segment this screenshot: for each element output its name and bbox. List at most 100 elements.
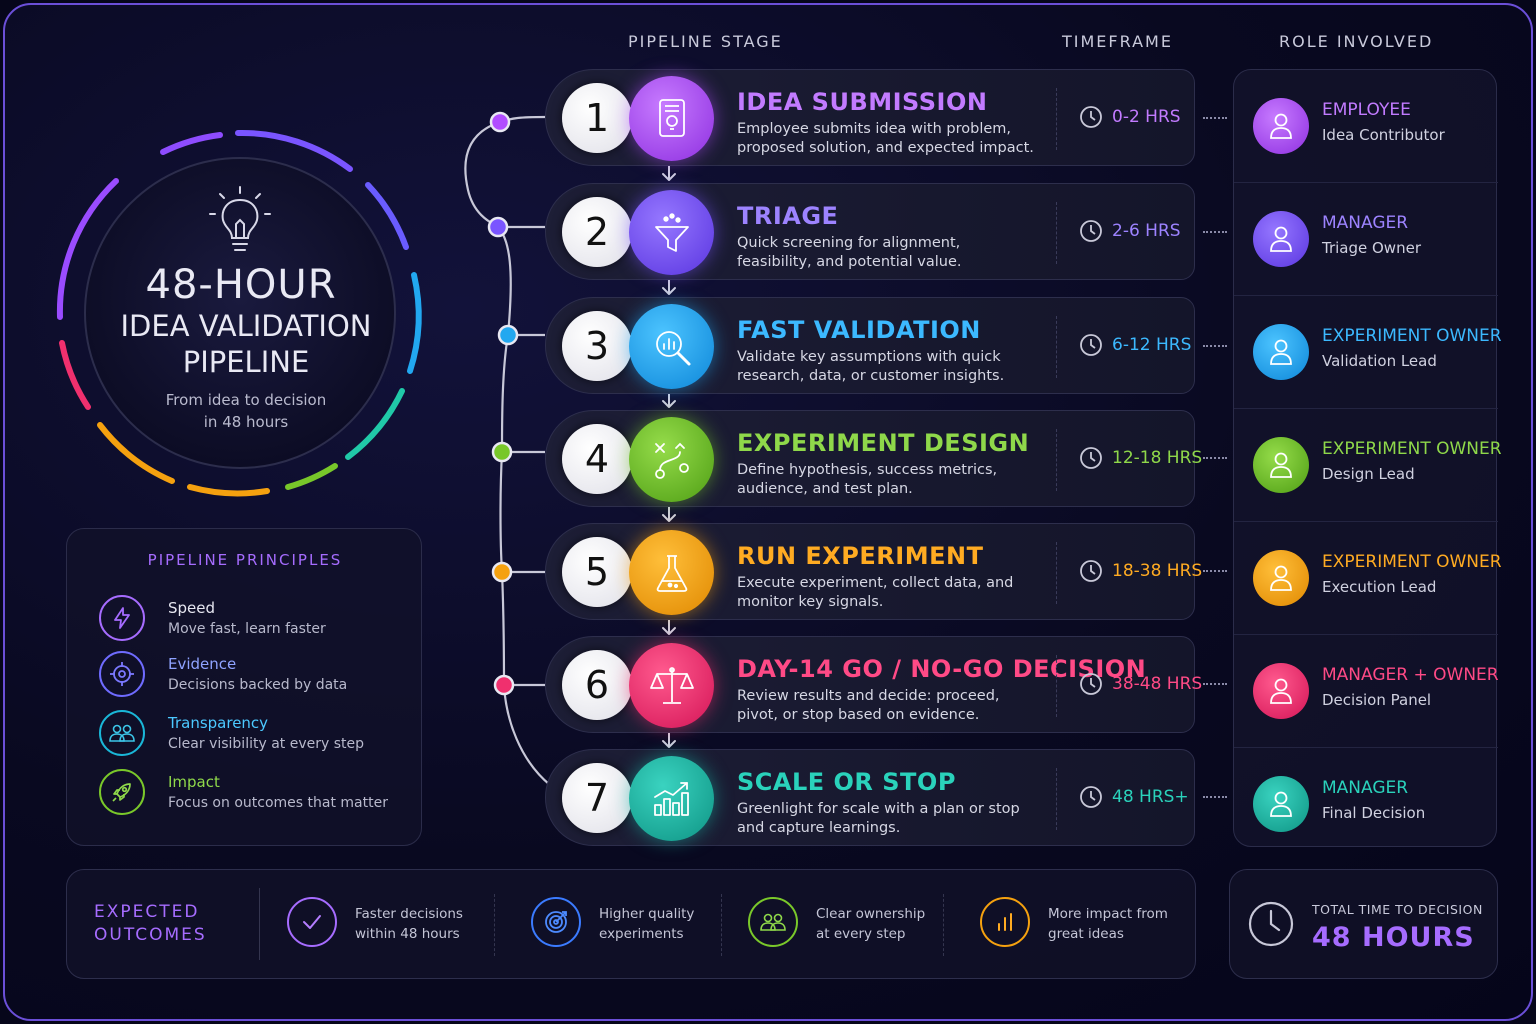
stage-divider xyxy=(1056,768,1057,830)
hero-title: 48-HOUR xyxy=(145,262,337,308)
principle-name: Speed xyxy=(168,599,216,617)
role-name: MANAGER + OWNER xyxy=(1322,665,1499,685)
stage-title: FAST VALIDATION xyxy=(737,316,981,344)
stage-divider xyxy=(1056,316,1057,378)
stage-title: TRIAGE xyxy=(737,202,839,230)
hero-subtitle-line2: in 48 hours xyxy=(203,413,289,431)
clock-icon xyxy=(1080,447,1102,469)
principle-transparency: Transparency Clear visibility at every s… xyxy=(97,708,417,758)
role-connector xyxy=(1203,570,1227,572)
outcome-text-line2: at every step xyxy=(816,926,906,942)
role-sub: Triage Owner xyxy=(1322,239,1421,257)
stage-time: 38-48 HRS xyxy=(1112,674,1203,694)
principle-evidence: Evidence Decisions backed by data xyxy=(97,649,417,699)
stage-time: 12-18 HRS xyxy=(1112,448,1203,468)
outcome-divider xyxy=(943,894,944,956)
stage-desc: Validate key assumptions with quick rese… xyxy=(737,349,1005,384)
role-connector xyxy=(1203,117,1227,119)
user-icon xyxy=(1253,324,1309,380)
role-connector xyxy=(1203,796,1227,798)
stage-divider xyxy=(1056,429,1057,491)
stage-node-1 xyxy=(489,111,511,133)
hero-title-idea-validation: IDEA VALIDATION xyxy=(120,309,372,343)
outcome-text-line2: experiments xyxy=(599,926,684,942)
stage-row-6: 6 DAY-14 GO / NO-GO DECISION Review resu… xyxy=(545,636,1202,733)
role-name: EXPERIMENT OWNER xyxy=(1322,326,1502,346)
checkmark-icon xyxy=(287,897,337,947)
hero-subtitle-line1: From idea to decision xyxy=(165,391,327,409)
user-icon xyxy=(1253,437,1309,493)
stage-desc: Review results and decide: proceed, pivo… xyxy=(737,688,1000,723)
stage-arrows xyxy=(662,165,676,748)
user-icon xyxy=(1253,663,1309,719)
clock-icon xyxy=(1080,560,1102,582)
outcome-text-line1: Faster decisions xyxy=(355,906,463,922)
clock-icon xyxy=(1080,106,1102,128)
outcome-text-line1: Clear ownership xyxy=(816,906,926,922)
total-time-panel: TOTAL TIME TO DECISION 48 HOURS xyxy=(1229,869,1498,979)
header-timeframe: TIMEFRAME xyxy=(1062,32,1173,51)
stage-divider xyxy=(1056,202,1057,264)
stage-time: 18-38 HRS xyxy=(1112,561,1203,581)
stage-number: 4 xyxy=(562,424,632,494)
lightbulb-icon xyxy=(209,186,271,251)
principle-speed: Speed Move fast, learn faster xyxy=(97,593,417,643)
principle-desc: Clear visibility at every step xyxy=(168,736,365,752)
flask-icon xyxy=(629,530,714,615)
document-idea-icon xyxy=(629,76,714,161)
stage-row-5: 5 RUN EXPERIMENT Execute experiment, col… xyxy=(545,523,1202,620)
stage-divider xyxy=(1056,655,1057,717)
stage-row-1: 1 IDEA SUBMISSION Employee submits idea … xyxy=(545,69,1195,166)
stage-title: RUN EXPERIMENT xyxy=(737,542,984,570)
clock-icon xyxy=(1080,673,1102,695)
clock-icon xyxy=(1080,334,1102,356)
stage-number: 2 xyxy=(562,197,632,267)
stage-title: SCALE OR STOP xyxy=(737,768,956,796)
role-item-6: MANAGER + OWNER Decision Panel xyxy=(1234,635,1499,748)
team-icon xyxy=(748,897,798,947)
outcomes-title-line1: EXPECTED xyxy=(94,902,200,922)
clock-icon xyxy=(1080,220,1102,242)
outcome-text-line2: great ideas xyxy=(1048,926,1124,942)
stage-title: DAY-14 GO / NO-GO DECISION xyxy=(737,655,1147,683)
pipeline-principles-panel: PIPELINE PRINCIPLES Speed Move fast, lea… xyxy=(66,528,422,846)
stage-row-3: 3 FAST VALIDATION Validate key assumptio… xyxy=(545,297,1195,394)
stage-node-5 xyxy=(491,561,513,583)
stage-node-2 xyxy=(487,216,509,238)
principle-name: Evidence xyxy=(168,655,237,673)
role-connector xyxy=(1203,457,1227,459)
user-icon xyxy=(1253,550,1309,606)
outcome-divider xyxy=(494,894,495,956)
stage-desc: Employee submits idea with problem, prop… xyxy=(737,121,1034,156)
stage-row-7: 7 SCALE OR STOP Greenlight for scale wit… xyxy=(545,749,1195,846)
stage-time: 0-2 HRS xyxy=(1112,107,1181,127)
bar-chart-icon xyxy=(980,897,1030,947)
stage-title: EXPERIMENT DESIGN xyxy=(737,429,1030,457)
user-icon xyxy=(1253,776,1309,832)
outcomes-title: EXPECTED OUTCOMES xyxy=(94,901,254,947)
stage-node-6 xyxy=(493,674,515,696)
role-connector xyxy=(1203,345,1227,347)
role-sub: Validation Lead xyxy=(1322,352,1437,370)
stage-row-2: 2 TRIAGE Quick screening for alignment, … xyxy=(545,183,1195,280)
principles-title: PIPELINE PRINCIPLES xyxy=(147,551,343,569)
principle-desc: Focus on outcomes that matter xyxy=(168,795,388,811)
stage-row-4: 4 EXPERIMENT DESIGN Define hypothesis, s… xyxy=(545,410,1202,507)
clock-icon xyxy=(1248,901,1294,947)
stage-title: IDEA SUBMISSION xyxy=(737,88,988,116)
stage-desc: Execute experiment, collect data, and mo… xyxy=(737,575,1014,610)
stage-number: 6 xyxy=(562,650,632,720)
scales-icon xyxy=(629,643,714,728)
principle-desc: Move fast, learn faster xyxy=(168,621,326,637)
target-icon xyxy=(99,651,145,697)
role-sub: Final Decision xyxy=(1322,804,1426,822)
outcome-text: Faster decisions within 48 hours xyxy=(355,904,495,944)
growth-chart-icon xyxy=(629,756,714,841)
outcomes-title-line2: OUTCOMES xyxy=(94,925,207,945)
header-pipeline-stage: PIPELINE STAGE xyxy=(628,32,783,51)
role-name: MANAGER xyxy=(1322,213,1409,233)
role-item-5: EXPERIMENT OWNER Execution Lead xyxy=(1234,522,1502,635)
funnel-icon xyxy=(629,190,714,275)
role-item-7: MANAGER Final Decision xyxy=(1234,748,1498,848)
principle-name: Transparency xyxy=(168,714,269,732)
